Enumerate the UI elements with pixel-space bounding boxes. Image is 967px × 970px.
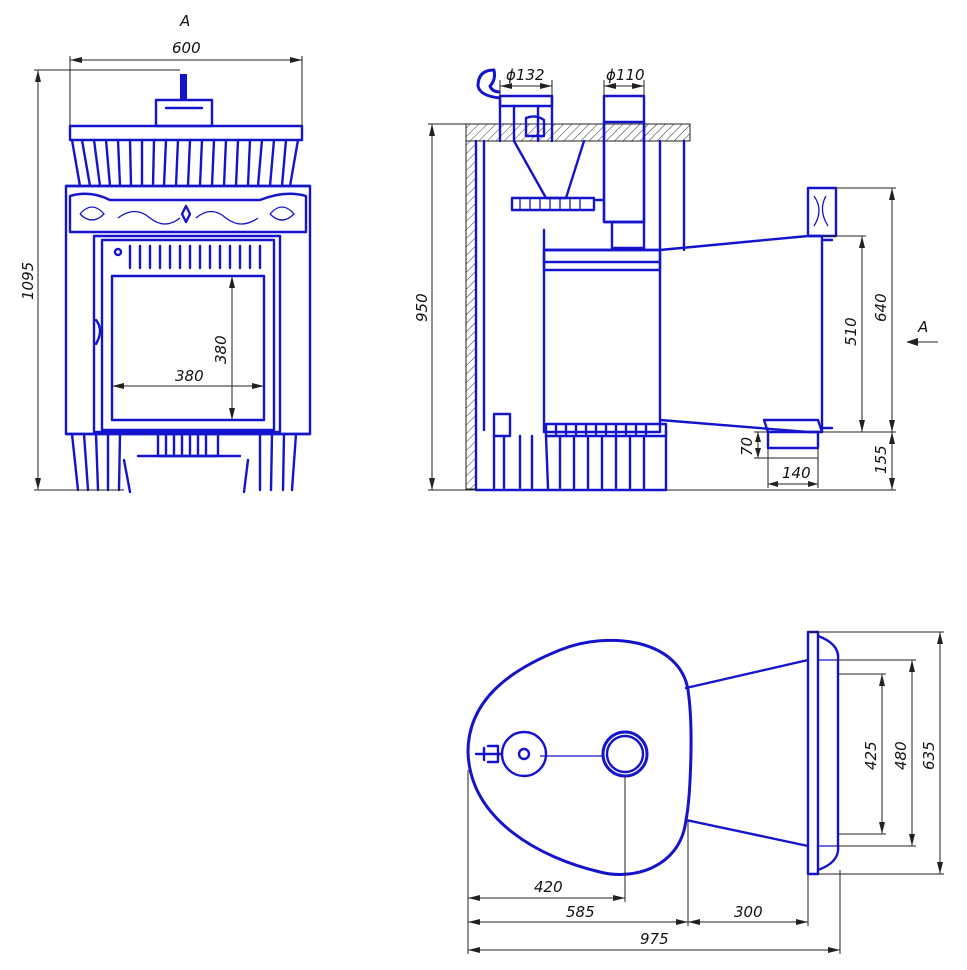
dim-600: 600 (172, 39, 201, 57)
view-marker-a: A (179, 12, 190, 30)
dim-70: 70 (738, 437, 756, 456)
front-view (64, 74, 312, 494)
dim-1095: 1095 (19, 262, 37, 300)
dim-380-h: 380 (175, 367, 204, 385)
dim-420: 420 (534, 878, 563, 896)
dim-300: 300 (734, 903, 763, 921)
side-dimensions (428, 80, 938, 491)
view-arrow-a: A (917, 318, 928, 336)
dim-425: 425 (862, 741, 880, 770)
dim-640: 640 (872, 293, 890, 322)
dim-155: 155 (872, 445, 890, 474)
dim-635: 635 (920, 741, 938, 770)
plan-view (466, 630, 840, 876)
dim-phi132: ϕ132 (506, 66, 545, 84)
top-fins (70, 138, 300, 188)
front-dimensions (34, 56, 303, 491)
vent-slots (113, 244, 262, 270)
dim-380-v: 380 (212, 335, 230, 364)
dim-phi110: ϕ110 (606, 66, 645, 84)
plan-dimensions (467, 631, 944, 954)
dim-585: 585 (566, 903, 595, 921)
dim-950: 950 (413, 293, 431, 322)
dim-480: 480 (892, 741, 910, 770)
dim-140: 140 (782, 464, 811, 482)
dim-510: 510 (842, 317, 860, 346)
bottom-fins (70, 432, 298, 492)
side-view (465, 68, 838, 492)
dim-975: 975 (640, 930, 669, 948)
